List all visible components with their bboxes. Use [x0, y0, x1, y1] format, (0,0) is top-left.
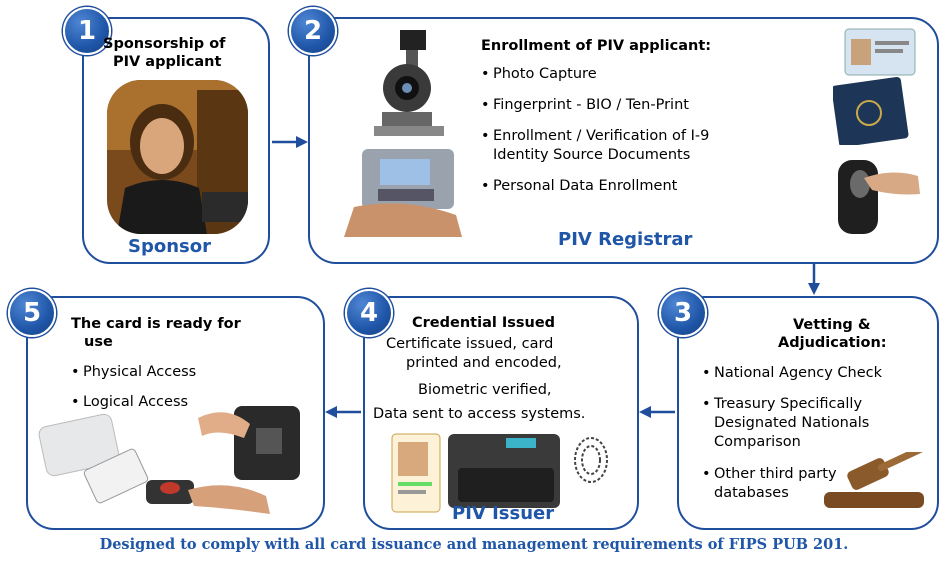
- arrow-1-to-2: [272, 136, 308, 148]
- access-devices-photo: [38, 406, 300, 514]
- arrow-3-to-4: [639, 406, 675, 418]
- step4-line2: printed and encoded,: [406, 355, 562, 371]
- step4-line4: Data sent to access systems.: [373, 406, 586, 422]
- fingerprint-reader-photo: [838, 160, 920, 234]
- step4-role-label: PIV Issuer: [452, 503, 555, 524]
- step5-badge: 5: [8, 289, 56, 337]
- step3-item-third-party: Other third party databases: [702, 465, 864, 503]
- step3-badge: 3: [659, 289, 707, 337]
- arrow-2-to-3: [808, 263, 820, 295]
- step5-title-line1: The card is ready for: [71, 316, 241, 332]
- step2-item-fingerprint: Fingerprint - BIO / Ten-Print: [481, 96, 689, 115]
- camera-capture-photo: [374, 30, 444, 136]
- step2-role-label: PIV Registrar: [558, 229, 693, 250]
- step3-item-treasury-sdn: Treasury Specifically Designated Nationa…: [702, 395, 929, 452]
- sponsor-photo: [107, 80, 248, 234]
- step4-line3: Biometric verified,: [418, 382, 552, 398]
- arrow-4-to-5: [325, 406, 361, 418]
- step4-line1: Certificate issued, card: [386, 336, 554, 352]
- issuance-photos: [391, 433, 608, 513]
- step4-title: Credential Issued: [412, 315, 556, 331]
- step1-title-line1: Sponsorship of: [103, 36, 226, 52]
- step2-item-photo-capture: Photo Capture: [481, 65, 597, 84]
- id-documents-photo: [833, 28, 916, 145]
- step5-item-logical-access: Logical Access: [71, 393, 188, 412]
- step3-title-line2: Adjudication:: [778, 335, 887, 351]
- step2-item-personal-data: Personal Data Enrollment: [481, 177, 677, 196]
- step5-item-physical-access: Physical Access: [71, 363, 196, 382]
- step1-title-line2: PIV applicant: [113, 54, 222, 70]
- fingerprint-scanner-photo: [344, 149, 462, 237]
- gavel-photo: [824, 452, 928, 508]
- step1-badge: 1: [63, 7, 111, 55]
- step2-item-i9-documents: Enrollment / Verification of I-9 Identit…: [481, 127, 758, 165]
- footer-note: Designed to comply with all card issuanc…: [99, 536, 849, 553]
- step3-item-national-agency-check: National Agency Check: [702, 364, 882, 383]
- step1-role-label: Sponsor: [128, 236, 211, 257]
- step4-badge: 4: [345, 289, 393, 337]
- step3-title-line1: Vetting &: [793, 317, 871, 333]
- step5-title-line2: use: [84, 334, 113, 350]
- step2-title: Enrollment of PIV applicant:: [481, 38, 712, 54]
- step2-badge: 2: [289, 7, 337, 55]
